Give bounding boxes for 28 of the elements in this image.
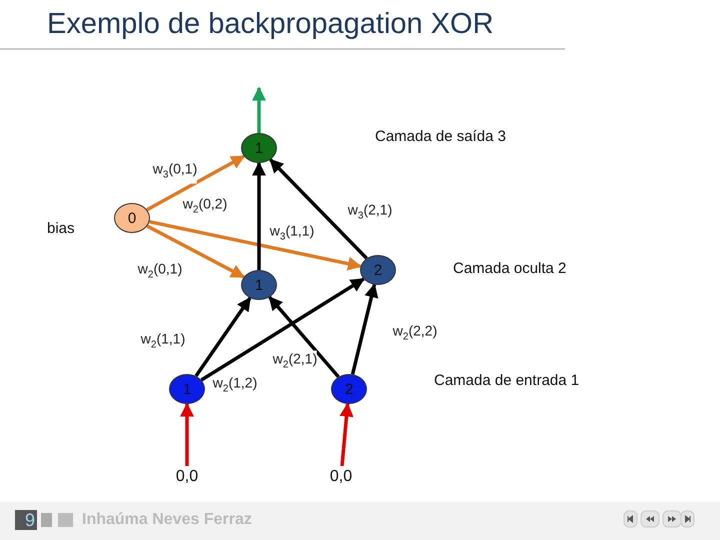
neuron-circle: 1 (241, 133, 277, 163)
arrow (350, 283, 378, 375)
neuron-circle: 1 (241, 270, 277, 300)
neuron-circle: 2 (360, 255, 396, 285)
weight-label: w$_{3}$(1,1) (270, 222, 314, 246)
node-caption: bias (47, 220, 75, 237)
layer-label: Camada de saída 3 (375, 128, 506, 145)
arrow (269, 158, 368, 260)
input-value: 0,0 (321, 466, 361, 488)
arrow (194, 296, 252, 377)
slide-title: Exemplo de backpropagation XOR (47, 8, 494, 41)
arrow (146, 224, 246, 279)
layer-label: Camada de entrada 1 (434, 372, 580, 389)
neuron-circle: 1 (169, 374, 205, 404)
arrow (180, 402, 194, 466)
arrow (252, 86, 266, 133)
weight-label: w$_{3}$(0,1) (152, 160, 198, 184)
arrow (252, 162, 266, 270)
arrow (146, 154, 246, 212)
input-value: 0,0 (167, 466, 207, 488)
layer-label: Camada oculta 2 (453, 260, 566, 277)
arrow (268, 296, 340, 378)
page-number: 9 (15, 510, 37, 530)
arrow (149, 220, 362, 271)
bias-neuron: 0 (114, 203, 150, 233)
arrow (200, 278, 365, 382)
neuron-circle: 2 (331, 374, 367, 404)
arrow (340, 402, 354, 466)
